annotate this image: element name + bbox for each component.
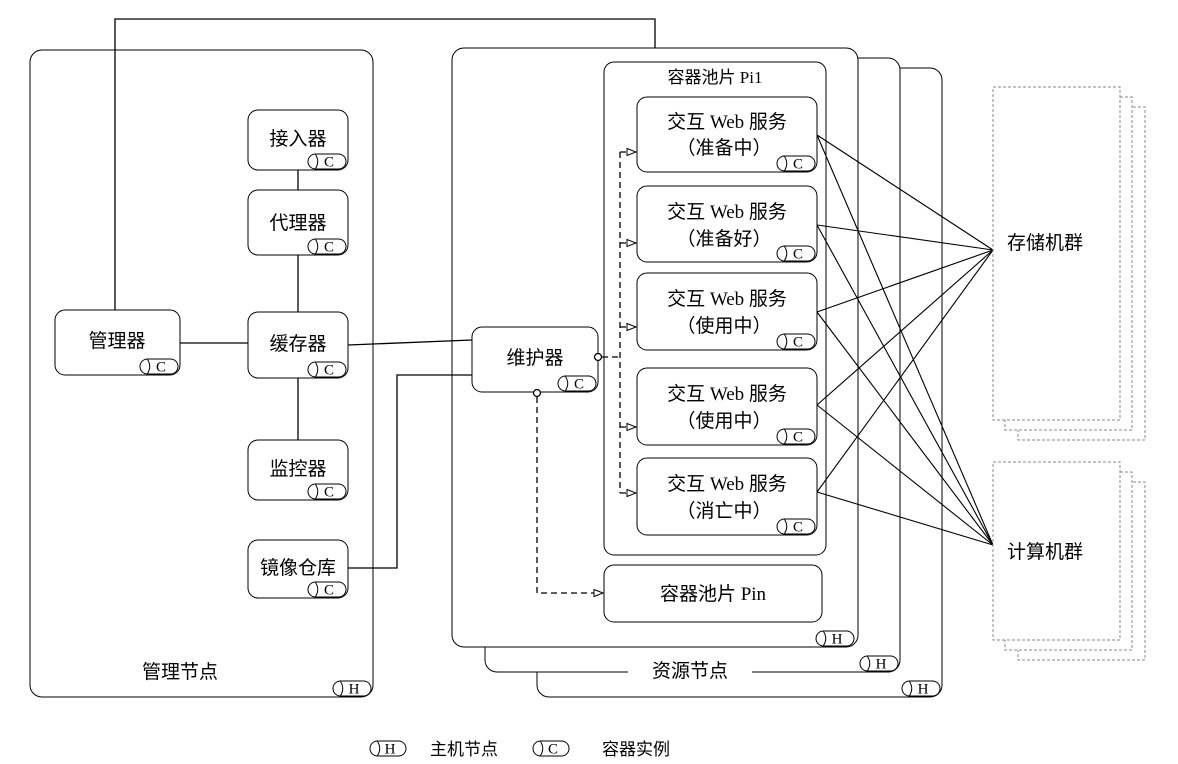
pool-pin-title: 容器池片 Pin [660,583,767,605]
cache-label: 缓存器 [269,333,326,355]
proxy-label: 代理器 [269,212,326,234]
maintainer-right-port [593,352,603,362]
arrow-to-pool-pin [536,397,603,593]
svg-text:H: H [349,682,360,698]
container-badge: C [307,361,347,379]
legend-host-badge: H [369,740,407,758]
container-badge: C [776,518,816,536]
web-service-name: 交互 Web 服务 [667,201,787,223]
management-node-label: 管理节点 [142,661,218,683]
manager-label: 管理器 [88,330,145,352]
svg-text:H: H [385,742,396,758]
web-service-status: （使用中） [676,410,771,432]
svg-text:C: C [324,240,334,256]
container-badge: C [307,238,347,256]
container-badge: C [557,375,597,393]
connector-image-repo-maintainer [348,374,472,569]
host-badge: H [901,680,941,698]
storage-cluster-label: 存储机群 [1007,232,1083,254]
container-badge: C [307,483,347,501]
svg-text:C: C [324,583,334,599]
cluster-links [816,134,994,546]
web-service-3: 交互 Web 服务 （使用中） C [636,272,818,351]
container-badge: C [776,333,816,351]
maintainer-component: 维护器 C [471,326,599,393]
image-repo-label: 镜像仓库 [260,557,336,579]
host-badge: H [859,655,899,673]
compute-cluster: 计算机群 [992,461,1146,661]
legend-container-label: 容器实例 [602,740,670,759]
access-component: 接入器 C [247,109,349,171]
connector-cache-maintainer [347,339,473,346]
connector-manager-resource-node [114,18,656,310]
resource-node-label: 资源节点 [652,660,728,682]
container-badge: C [776,245,816,263]
svg-text:C: C [793,335,803,351]
web-service-5: 交互 Web 服务 （消亡中） C [636,457,818,536]
svg-text:C: C [793,520,803,536]
host-badge: H [815,630,855,648]
svg-text:H: H [918,682,929,698]
svg-text:C: C [793,247,803,263]
svg-text:C: C [324,485,334,501]
web-service-2: 交互 Web 服务 （准备好） C [636,185,818,263]
monitor-component: 监控器 C [247,439,349,501]
svg-text:C: C [548,742,558,758]
web-service-status: （使用中） [676,315,771,337]
monitor-label: 监控器 [269,458,326,480]
container-pool-pin: 容器池片 Pin [603,564,823,623]
proxy-component: 代理器 C [247,189,349,256]
cache-component: 缓存器 C [247,311,349,379]
storage-cluster: 存储机群 [992,86,1146,441]
access-label: 接入器 [269,128,326,150]
compute-cluster-label: 计算机群 [1007,541,1083,563]
legend-container-badge: C [532,740,570,758]
host-badge: H [332,680,372,698]
web-service-name: 交互 Web 服务 [667,288,787,310]
maintainer-label: 维护器 [506,347,563,369]
image-repo-component: 镜像仓库 C [247,539,349,599]
container-badge: C [307,153,347,171]
container-badge: C [776,155,816,173]
svg-text:C: C [324,363,334,379]
pool-pi1-title: 容器池片 Pi1 [668,68,763,87]
svg-text:H: H [876,657,887,673]
maintainer-bottom-port [532,388,542,398]
web-service-status: （准备好） [676,228,771,250]
svg-text:H: H [832,632,843,648]
legend-host-label: 主机节点 [430,740,498,759]
web-service-status: （消亡中） [676,500,771,522]
svg-text:C: C [574,377,584,393]
manager-component: 管理器 C [54,309,181,376]
svg-text:C: C [156,360,166,376]
web-service-name: 交互 Web 服务 [667,111,787,133]
svg-text:C: C [793,430,803,446]
web-service-name: 交互 Web 服务 [667,473,787,495]
legend: H 主机节点 C 容器实例 [369,740,670,759]
svg-text:C: C [324,155,334,171]
svg-text:C: C [793,157,803,173]
maintainer-control-links [532,152,637,593]
web-service-4: 交互 Web 服务 （使用中） C [636,367,818,446]
container-badge: C [139,358,179,376]
web-service-status: （准备中） [676,137,771,159]
web-service-name: 交互 Web 服务 [667,383,787,405]
web-service-1: 交互 Web 服务 （准备中） C [636,96,818,173]
container-badge: C [776,428,816,446]
container-badge: C [307,581,347,599]
